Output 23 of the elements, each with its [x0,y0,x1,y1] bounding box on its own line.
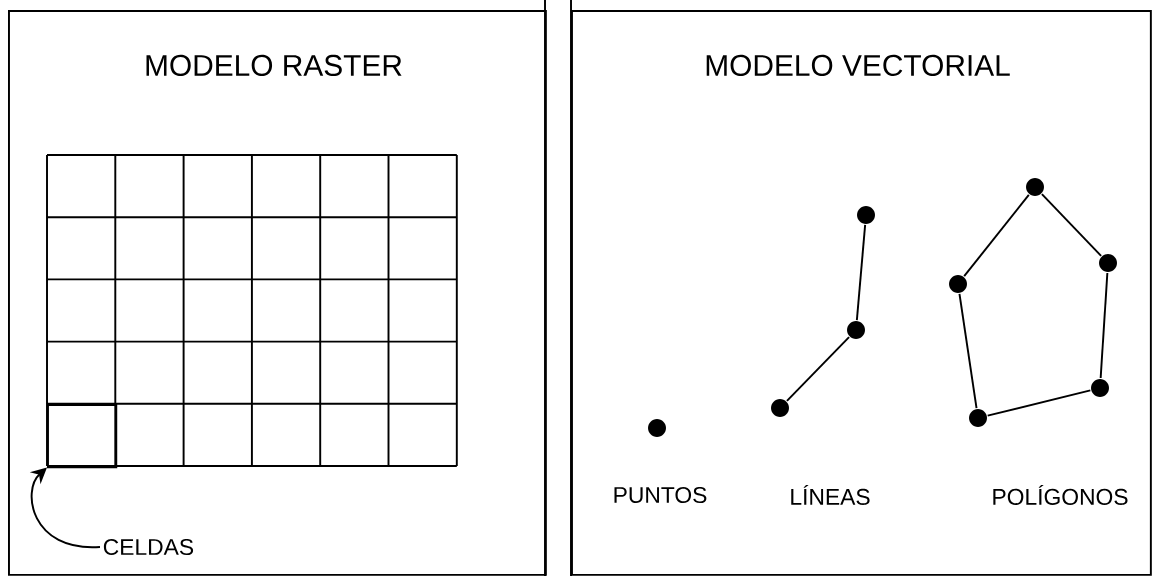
vertex-dot [1026,178,1044,196]
category-label: POLÍGONOS [993,485,1128,505]
line-segment [786,336,850,402]
vertex-dot [969,409,987,427]
line-segment [1040,193,1103,257]
vertex-dot [771,399,789,417]
callout-text: CELDAS [103,538,194,556]
line-segment [1099,272,1109,380]
line-segment [986,389,1092,417]
vertex-dot [1091,379,1109,397]
line-segment [855,223,867,322]
category-label: LÍNEAS [791,485,870,505]
vertex-dot [648,419,666,437]
vertex-dot [847,321,865,339]
line-segment [963,193,1030,278]
panel-title: MODELO RASTER [146,54,402,76]
grid-cell [47,404,118,469]
vertex-dot [1099,254,1117,272]
vertex-dot [857,206,875,224]
category-label: PUNTOS [614,486,707,504]
panel-title: MODELO VECTORIAL [706,54,1010,76]
line-segment [958,292,978,410]
vertex-dot [949,275,967,293]
